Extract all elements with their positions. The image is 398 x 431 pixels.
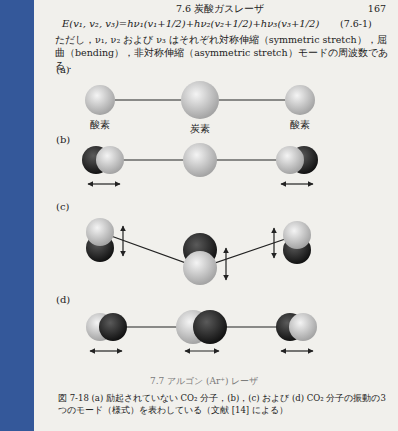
body-text: ただし，ν₁, ν₂ および ν₃ はそれぞれ対称伸縮（symmetric st… — [55, 33, 390, 72]
page-number: 167 — [350, 3, 386, 15]
equation: E(v₁, v₂, v₃)=hν₁(v₁+1/2)+hν₂(v₂+1/2)+hν… — [62, 17, 319, 30]
panel-letter: (a) — [56, 63, 70, 76]
bond-line — [219, 99, 285, 100]
motion-arrow — [90, 350, 122, 351]
page-background — [34, 0, 398, 431]
motion-arrow — [122, 226, 123, 256]
atom-dark — [99, 313, 127, 341]
motion-arrow — [281, 183, 313, 184]
atom-light — [285, 85, 315, 115]
motion-arrow — [273, 228, 274, 258]
atom-light — [96, 146, 124, 174]
panel-letter: (c) — [56, 200, 69, 213]
atom-light — [181, 81, 219, 119]
motion-arrow — [88, 183, 120, 184]
atom-light — [283, 221, 311, 249]
atom-light — [289, 313, 317, 341]
atom-light — [85, 85, 115, 115]
atom-circle — [285, 85, 315, 115]
running-header: 7.6 炭酸ガスレーザ — [120, 3, 320, 15]
panel-letter: (b) — [56, 133, 70, 146]
atom-label: 炭素 — [177, 123, 223, 136]
atom-light — [183, 143, 217, 177]
atom-node: 酸素 — [81, 85, 119, 132]
atom-light — [86, 218, 114, 246]
atom-label: 酸素 — [281, 119, 319, 132]
bond-line — [115, 99, 181, 100]
atom-light — [276, 146, 304, 174]
equation-number: (7.6-1) — [340, 18, 372, 30]
atom-dark — [193, 310, 227, 344]
atom-circle — [85, 85, 115, 115]
atom-light — [183, 251, 217, 285]
motion-arrow — [185, 350, 219, 351]
atom-circle — [181, 81, 219, 119]
motion-arrow — [281, 350, 313, 351]
faint-heading: 7.7 アルゴン (Ar⁺) レーザ — [150, 376, 258, 388]
atom-node: 炭素 — [177, 81, 223, 136]
atom-node: 酸素 — [281, 85, 319, 132]
panel-letter: (d) — [56, 293, 70, 306]
figure-caption: 図 7-18 (a) 励起されていない CO₂ 分子，(b)，(c) および (… — [58, 392, 392, 416]
motion-arrow — [225, 248, 226, 280]
atom-label: 酸素 — [81, 119, 119, 132]
